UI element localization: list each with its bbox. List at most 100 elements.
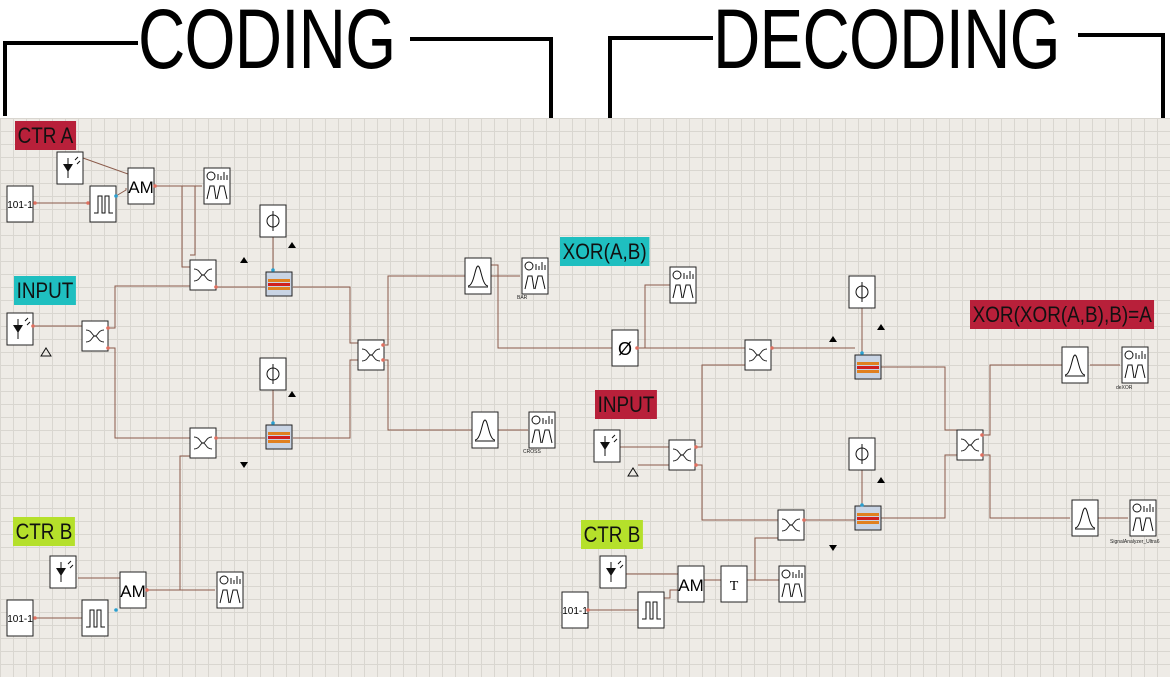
bit-generator-ctr-a: 101-1: [6, 185, 34, 223]
wire-2: [115, 188, 127, 197]
port-dot-0: [33, 201, 37, 205]
pump-arrow-bottom-left: [288, 391, 296, 397]
pump-top-right: [848, 275, 876, 309]
coupler-bottom-left: [189, 427, 217, 459]
analyzer-dexor: [1121, 346, 1149, 384]
cross-caption: CROSS: [523, 449, 541, 455]
coupler-bottom-right: [777, 509, 805, 541]
wire-34: [982, 454, 1070, 519]
wire-29: [696, 364, 745, 448]
wire-18: [383, 275, 465, 346]
port-dot-18: [33, 616, 37, 620]
output-arrow-top-left: [240, 257, 248, 263]
signal-analyzer-caption: SignalAnalyzer_Ultra6: [1110, 539, 1160, 545]
soa-top-left: [265, 271, 293, 297]
svg-text:101-1: 101-1: [7, 200, 33, 211]
laser-input-right: [593, 429, 621, 463]
splitter-decoding-out: [956, 429, 984, 461]
input-right-label: INPUT: [595, 390, 657, 419]
ctr-a-label: CTR A: [15, 121, 76, 150]
laser-ctr-b-right: [599, 555, 627, 589]
ground-input-right: [627, 467, 639, 477]
wire-24: [644, 284, 670, 348]
pump-arrow-top-right: [877, 324, 885, 330]
svg-text:AM: AM: [678, 576, 704, 595]
wire-33: [982, 364, 1062, 436]
wire-19: [383, 359, 472, 431]
pump-port-dot-5: [114, 608, 118, 612]
port-dot-10: [635, 346, 639, 350]
wire-30: [696, 464, 778, 521]
port-dot-6: [106, 346, 110, 350]
dexor-caption: deXOR: [1116, 385, 1133, 391]
pulse-generator-ctr-b-left: [81, 599, 109, 637]
analyzer-cross: [528, 411, 556, 449]
wire-10: [108, 347, 190, 439]
pulse-generator-ctr-b-right: [637, 591, 665, 629]
port-dot-4: [214, 436, 218, 440]
svg-text:T: T: [730, 579, 739, 594]
port-dot-13: [694, 463, 698, 467]
pulse-generator-ctr-a: [89, 185, 117, 223]
am-modulator-ctr-a: AM: [127, 167, 155, 205]
pump-port-dot-3: [860, 503, 864, 507]
filter-bar: [464, 257, 492, 295]
svg-text:101-1: 101-1: [7, 614, 33, 625]
pump-arrow-top-left: [288, 242, 296, 248]
analyzer-ctr-b-right: [778, 565, 806, 603]
svg-text:101-1: 101-1: [562, 606, 588, 617]
ctr-b-left-label: CTR B: [13, 517, 75, 546]
port-dot-12: [694, 445, 698, 449]
ground-input-left: [40, 347, 52, 357]
port-dot-19: [145, 588, 149, 592]
wire-7: [293, 286, 358, 344]
decoding-heading: DECODING: [713, 0, 1061, 86]
am-modulator-ctr-b-left: AM: [119, 571, 147, 609]
coding-heading: CODING: [138, 0, 396, 86]
splitter-input-left: [81, 320, 109, 352]
port-dot-3: [214, 285, 218, 289]
splitter-coding-out: [357, 339, 385, 371]
laser-ctr-b-left: [49, 555, 77, 589]
port-dot-1: [86, 201, 90, 205]
wire-26: [880, 366, 957, 431]
soa-top-right: [854, 354, 882, 380]
soa-bottom-right: [854, 505, 882, 531]
output-arrow-bottom-right: [829, 545, 837, 551]
filter-signal: [1071, 499, 1099, 537]
input-left-label: INPUT: [14, 276, 76, 305]
port-dot-16: [980, 453, 984, 457]
coupler-top-left: [189, 259, 217, 291]
port-dot-15: [980, 433, 984, 437]
analyzer-bar: [521, 257, 549, 295]
laser-ctr-a: [56, 151, 84, 185]
output-arrow-top-right: [829, 336, 837, 342]
pump-bottom-left: [259, 357, 287, 391]
phase-shifter: Ø: [611, 329, 639, 367]
port-dot-11: [770, 346, 774, 350]
splitter-input-right: [668, 439, 696, 471]
pump-port-dot-1: [271, 421, 275, 425]
port-dot-2: [153, 184, 157, 188]
xor-ab-label: XOR(A,B): [560, 237, 650, 266]
filter-cross: [471, 411, 499, 449]
wire-32: [880, 454, 957, 519]
port-dot-9: [381, 358, 385, 362]
coding-bracket-left: [3, 41, 138, 116]
wire-16: [179, 455, 190, 590]
wire-42: [754, 537, 778, 580]
svg-text:Ø: Ø: [618, 339, 632, 359]
ctr-b-right-label: CTR B: [581, 520, 643, 549]
time-delay: T: [720, 565, 748, 603]
bit-generator-ctr-b-right: 101-1: [561, 591, 589, 629]
pump-port-dot-2: [860, 351, 864, 355]
laser-input-left: [6, 312, 34, 346]
analyzer-signal: [1129, 499, 1157, 537]
wire-39: [663, 589, 678, 599]
wire-0: [82, 157, 129, 175]
bit-generator-ctr-b-left: 101-1: [6, 599, 34, 637]
analyzer-ctr-b-left: [216, 571, 244, 609]
filter-dexor: [1061, 346, 1089, 384]
